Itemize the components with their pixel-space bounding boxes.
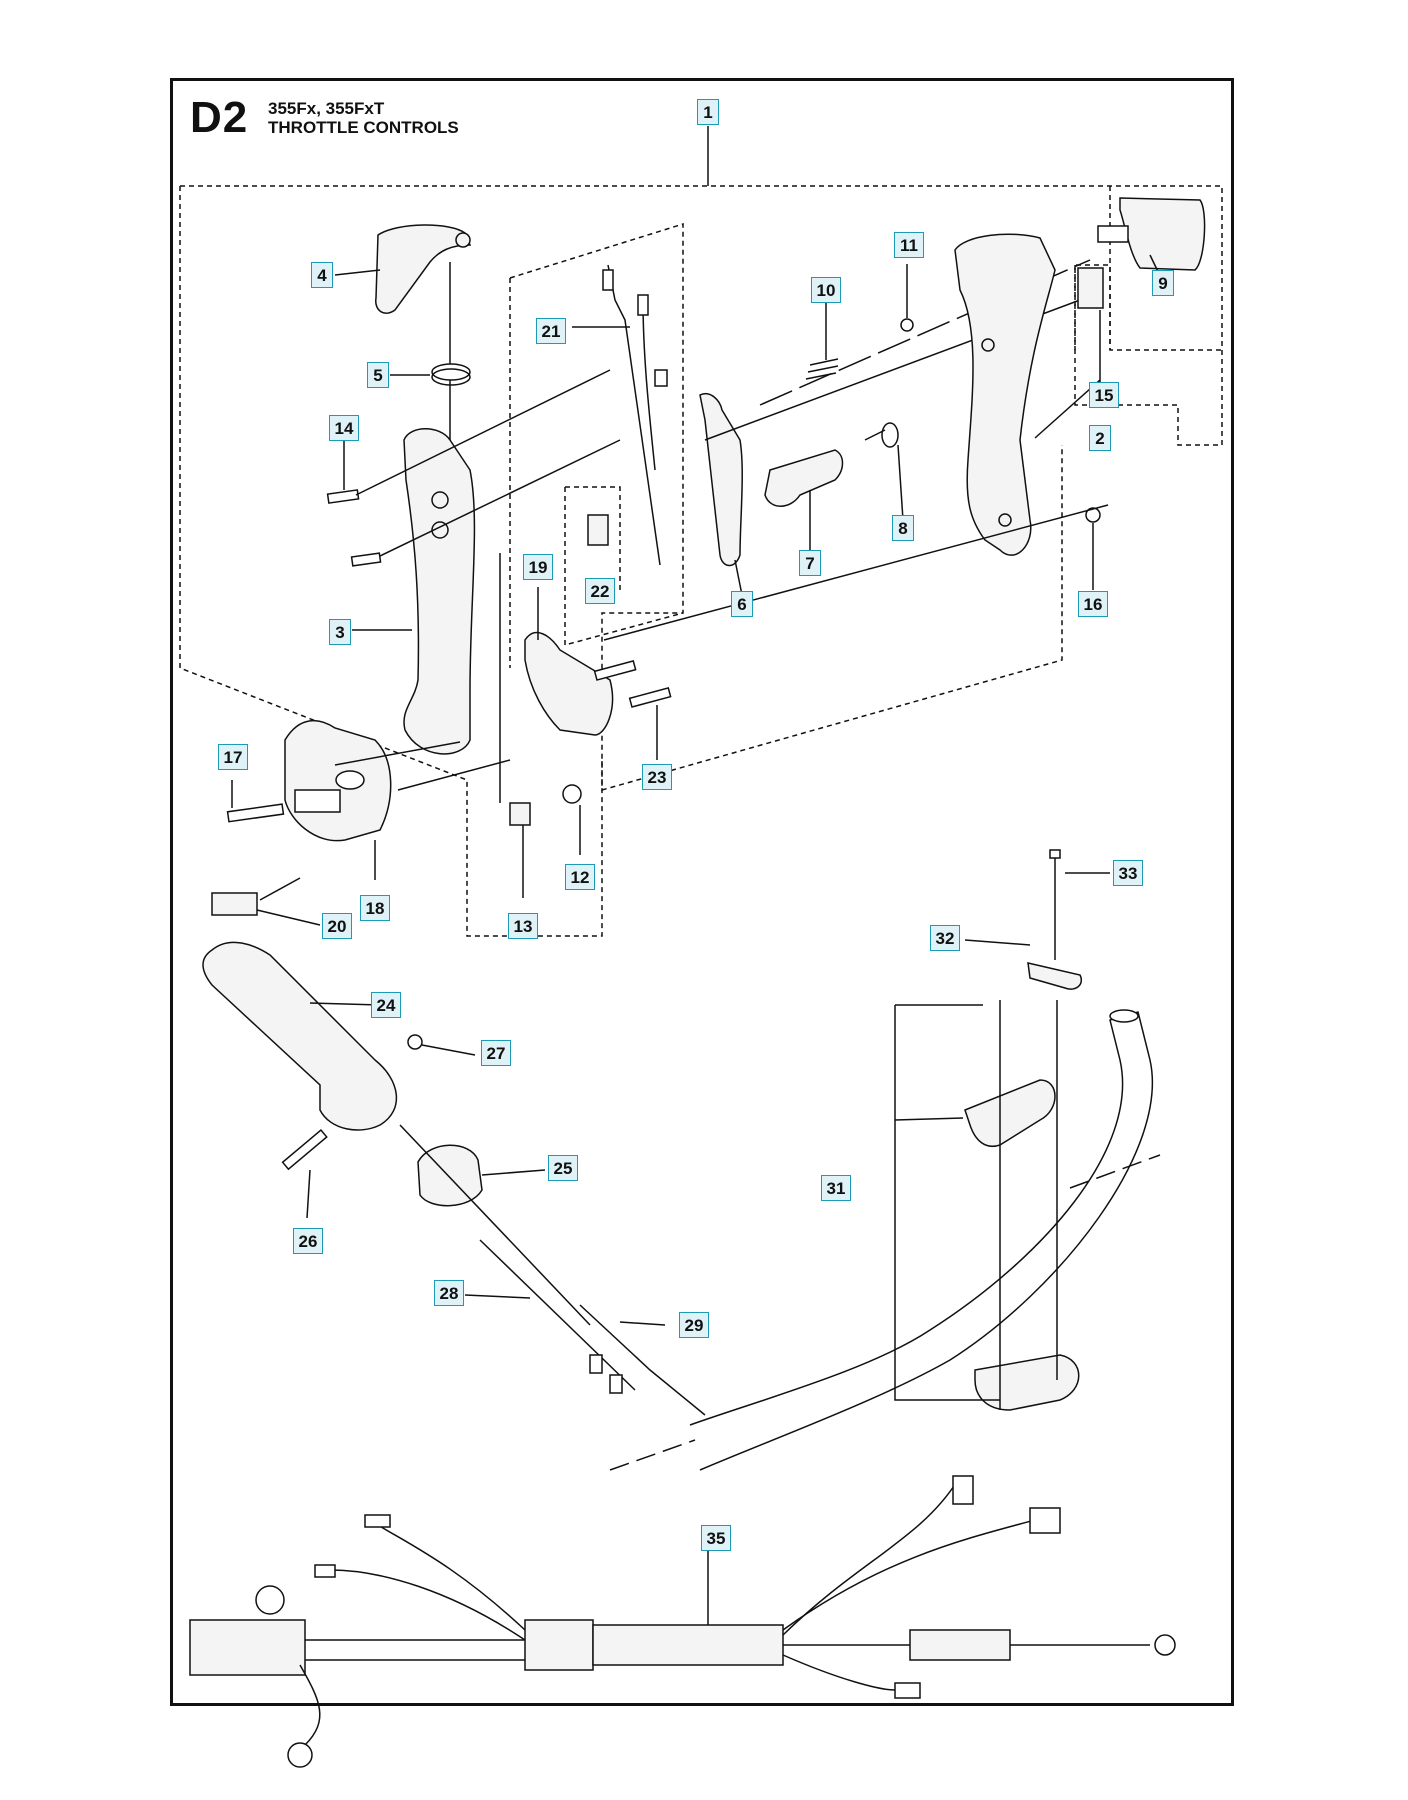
callout-7[interactable]: 7 xyxy=(799,550,821,576)
throttle-trigger-6 xyxy=(699,393,743,567)
callout-23[interactable]: 23 xyxy=(642,764,672,790)
callout-25[interactable]: 25 xyxy=(548,1155,578,1181)
callout-32[interactable]: 32 xyxy=(930,925,960,951)
callout-5[interactable]: 5 xyxy=(367,362,389,388)
callout-8[interactable]: 8 xyxy=(892,515,914,541)
callout-14[interactable]: 14 xyxy=(329,415,359,441)
harness-sleeve xyxy=(592,1624,784,1666)
callout-29[interactable]: 29 xyxy=(679,1312,709,1338)
callout-6[interactable]: 6 xyxy=(731,591,753,617)
callout-9[interactable]: 9 xyxy=(1152,270,1174,296)
callout-22[interactable]: 22 xyxy=(585,578,615,604)
callout-33[interactable]: 33 xyxy=(1113,860,1143,886)
callout-17[interactable]: 17 xyxy=(218,744,248,770)
callout-19[interactable]: 19 xyxy=(523,554,553,580)
callout-3[interactable]: 3 xyxy=(329,619,351,645)
callout-21[interactable]: 21 xyxy=(536,318,566,344)
callout-4[interactable]: 4 xyxy=(311,262,333,288)
callout-11[interactable]: 11 xyxy=(894,232,924,258)
section-title: THROTTLE CONTROLS xyxy=(268,118,459,137)
callout-28[interactable]: 28 xyxy=(434,1280,464,1306)
callout-16[interactable]: 16 xyxy=(1078,591,1108,617)
handle-grip-24 xyxy=(202,941,397,1131)
handle-half-3 xyxy=(403,428,476,755)
callout-12[interactable]: 12 xyxy=(565,864,595,890)
callout-26[interactable]: 26 xyxy=(293,1228,323,1254)
callout-31[interactable]: 31 xyxy=(821,1175,851,1201)
section-code: D2 xyxy=(190,93,249,142)
callout-15[interactable]: 15 xyxy=(1089,382,1119,408)
callout-13[interactable]: 13 xyxy=(508,913,538,939)
throttle-lever-4 xyxy=(375,224,472,314)
callout-35[interactable]: 35 xyxy=(701,1525,731,1551)
handle-half-2 xyxy=(954,233,1056,556)
model-names: 355Fx, 355FxT xyxy=(268,99,385,118)
callout-10[interactable]: 10 xyxy=(811,277,841,303)
callout-27[interactable]: 27 xyxy=(481,1040,511,1066)
callout-20[interactable]: 20 xyxy=(322,913,352,939)
callout-24[interactable]: 24 xyxy=(371,992,401,1018)
callout-2[interactable]: 2 xyxy=(1089,425,1111,451)
assembly-boundary xyxy=(179,185,1223,937)
handlebar-tube xyxy=(689,1011,1154,1471)
callout-18[interactable]: 18 xyxy=(360,895,390,921)
diagram-frame xyxy=(170,78,1234,1706)
callout-1[interactable]: 1 xyxy=(697,99,719,125)
